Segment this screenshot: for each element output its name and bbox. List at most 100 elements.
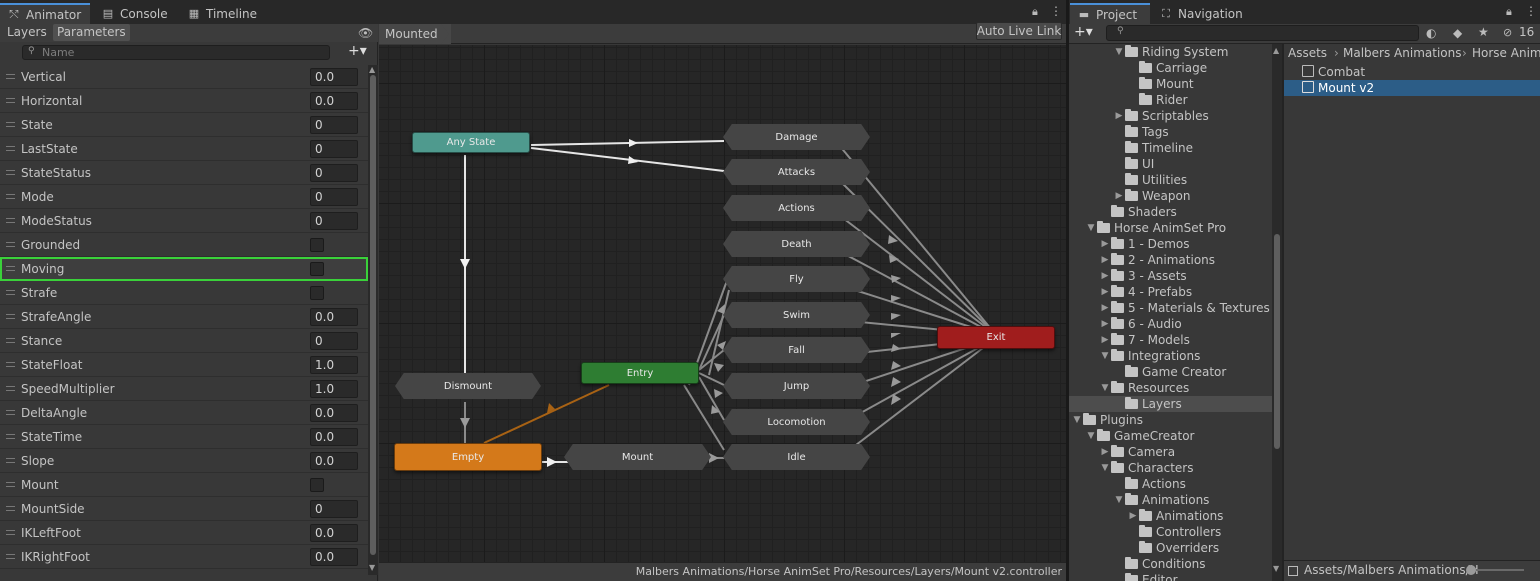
- tree-item[interactable]: ▶1 - Demos: [1069, 236, 1272, 252]
- parameter-value-field[interactable]: 0: [310, 140, 358, 158]
- breadcrumb-horse[interactable]: Horse Anim: [1472, 46, 1540, 60]
- expand-right-arrow-icon[interactable]: ▶: [1115, 191, 1123, 201]
- tree-item[interactable]: ▶Weapon: [1069, 188, 1272, 204]
- parameter-value-field[interactable]: 0: [310, 188, 358, 206]
- state-machine-graph[interactable]: [379, 45, 1066, 562]
- parameter-value-field[interactable]: 0.0: [310, 68, 358, 86]
- lock-icon[interactable]: 🔒︎: [1032, 5, 1038, 18]
- scroll-up-arrow-icon[interactable]: ▲: [369, 65, 376, 74]
- state-node-death[interactable]: Death: [723, 231, 870, 257]
- tree-item[interactable]: ▼Horse AnimSet Pro: [1069, 220, 1272, 236]
- drag-handle-icon[interactable]: [6, 74, 15, 79]
- project-search-input[interactable]: ⚲: [1106, 25, 1419, 41]
- drag-handle-icon[interactable]: [6, 314, 15, 319]
- tree-scrollbar[interactable]: ▲ ▼: [1272, 44, 1282, 581]
- expand-down-arrow-icon[interactable]: ▼: [1101, 351, 1109, 361]
- create-asset-button[interactable]: +▾: [1074, 24, 1093, 40]
- drag-handle-icon[interactable]: [6, 218, 15, 223]
- state-node-attacks[interactable]: Attacks: [723, 159, 870, 185]
- window-divider[interactable]: [1066, 0, 1069, 581]
- expand-right-arrow-icon[interactable]: ▶: [1101, 335, 1109, 345]
- expand-down-arrow-icon[interactable]: ▼: [1101, 463, 1109, 473]
- drag-handle-icon[interactable]: [6, 506, 15, 511]
- scroll-down-arrow-icon[interactable]: ▼: [369, 563, 376, 572]
- parameter-row[interactable]: Grounded: [0, 233, 368, 257]
- state-node-any-state[interactable]: Any State: [412, 132, 530, 153]
- asset-item-combat[interactable]: Combat: [1284, 64, 1540, 80]
- expand-right-arrow-icon[interactable]: ▶: [1101, 239, 1109, 249]
- state-node-damage[interactable]: Damage: [723, 124, 870, 150]
- drag-handle-icon[interactable]: [6, 98, 15, 103]
- parameter-value-field[interactable]: 1.0: [310, 356, 358, 374]
- tree-item[interactable]: Shaders: [1069, 204, 1272, 220]
- tree-item[interactable]: Timeline: [1069, 140, 1272, 156]
- tree-scroll-down-icon[interactable]: ▼: [1273, 564, 1280, 573]
- parameter-bool-checkbox[interactable]: [310, 262, 324, 276]
- layers-tab[interactable]: Layers: [7, 25, 47, 39]
- parameter-value-field[interactable]: 1.0: [310, 380, 358, 398]
- tree-scroll-up-icon[interactable]: ▲: [1273, 46, 1280, 55]
- tree-item[interactable]: Controllers: [1069, 524, 1272, 540]
- expand-down-arrow-icon[interactable]: ▼: [1115, 495, 1123, 505]
- state-node-empty[interactable]: Empty: [394, 443, 542, 471]
- tree-item[interactable]: ▶6 - Audio: [1069, 316, 1272, 332]
- asset-item-mount-v2[interactable]: Mount v2: [1284, 80, 1540, 96]
- tree-item[interactable]: ▶7 - Models: [1069, 332, 1272, 348]
- expand-down-arrow-icon[interactable]: ▼: [1087, 431, 1095, 441]
- favorites-icon[interactable]: ★: [1478, 25, 1489, 39]
- tree-item[interactable]: Layers: [1069, 396, 1272, 412]
- parameter-value-field[interactable]: 0: [310, 332, 358, 350]
- drag-handle-icon[interactable]: [6, 290, 15, 295]
- more-options-icon[interactable]: ⋮: [1050, 4, 1062, 18]
- tree-item[interactable]: ▶Animations: [1069, 508, 1272, 524]
- tree-item[interactable]: ▼Resources: [1069, 380, 1272, 396]
- expand-down-arrow-icon[interactable]: ▼: [1115, 47, 1123, 57]
- parameter-value-field[interactable]: 0: [310, 164, 358, 182]
- state-node-actions[interactable]: Actions: [723, 195, 870, 221]
- parameter-value-field[interactable]: 0.0: [310, 524, 358, 542]
- tab-console[interactable]: ▤ Console: [94, 3, 176, 24]
- expand-right-arrow-icon[interactable]: ▶: [1101, 447, 1109, 457]
- state-node-fly[interactable]: Fly: [723, 266, 870, 292]
- tab-animator[interactable]: ⤲ Animator: [0, 3, 90, 24]
- tree-item[interactable]: ▼Characters: [1069, 460, 1272, 476]
- drag-handle-icon[interactable]: [6, 338, 15, 343]
- project-more-options-icon[interactable]: ⋮: [1525, 4, 1537, 18]
- tree-item[interactable]: ▶Camera: [1069, 444, 1272, 460]
- tree-item[interactable]: Rider: [1069, 92, 1272, 108]
- expand-down-arrow-icon[interactable]: ▼: [1101, 383, 1109, 393]
- drag-handle-icon[interactable]: [6, 242, 15, 247]
- drag-handle-icon[interactable]: [6, 386, 15, 391]
- parameters-scrollbar[interactable]: ▲ ▼: [368, 65, 378, 575]
- tree-item[interactable]: Overriders: [1069, 540, 1272, 556]
- drag-handle-icon[interactable]: [6, 170, 15, 175]
- filter-by-type-icon[interactable]: ◐: [1426, 26, 1437, 40]
- icon-size-slider-handle[interactable]: [1466, 565, 1476, 575]
- state-node-locomotion[interactable]: Locomotion: [723, 409, 870, 435]
- breadcrumb-mounted[interactable]: Mounted: [379, 24, 451, 44]
- parameter-value-field[interactable]: 0.0: [310, 548, 358, 566]
- state-node-jump[interactable]: Jump: [723, 373, 870, 399]
- parameter-value-field[interactable]: 0: [310, 116, 358, 134]
- parameter-row[interactable]: Strafe: [0, 281, 368, 305]
- expand-right-arrow-icon[interactable]: ▶: [1101, 271, 1109, 281]
- tree-item[interactable]: ▶Scriptables: [1069, 108, 1272, 124]
- parameter-value-field[interactable]: 0.0: [310, 308, 358, 326]
- tree-item[interactable]: Mount: [1069, 76, 1272, 92]
- add-parameter-button[interactable]: +▾: [348, 43, 367, 59]
- state-node-entry[interactable]: Entry: [581, 362, 699, 384]
- state-node-idle[interactable]: Idle: [723, 444, 870, 470]
- expand-down-arrow-icon[interactable]: ▼: [1073, 415, 1081, 425]
- state-node-exit[interactable]: Exit: [937, 326, 1055, 349]
- tree-item[interactable]: ▶5 - Materials & Textures: [1069, 300, 1272, 316]
